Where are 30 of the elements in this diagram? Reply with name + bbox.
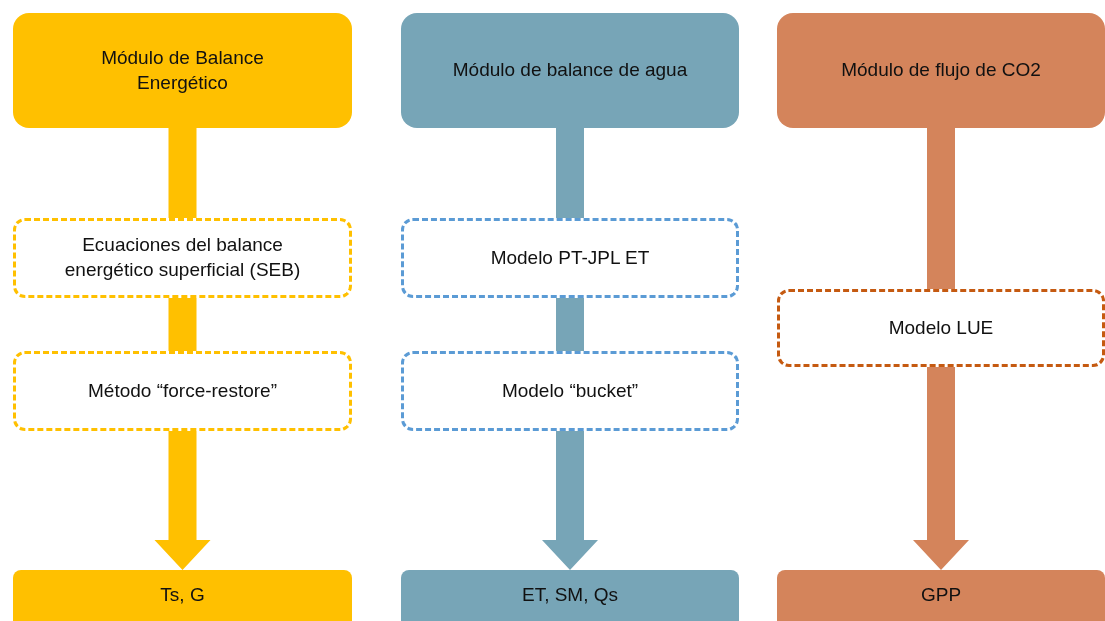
output-box <box>13 570 352 621</box>
output-box <box>401 570 739 621</box>
block-arrow <box>154 431 211 570</box>
module-header-box <box>13 13 352 128</box>
box-label: Módulo de balance de agua <box>452 58 688 83</box>
box-label: Ecuaciones del balance energético superficial (SEB) <box>63 233 302 282</box>
model-box <box>13 351 352 431</box>
block-arrow <box>168 298 197 351</box>
block-arrow <box>542 431 598 570</box>
box-label: Ts, G <box>160 583 205 608</box>
box-label: ET, SM, Qs <box>521 583 619 608</box>
block-arrow <box>927 128 955 289</box>
box-label: GPP <box>920 583 962 608</box>
output-box <box>777 570 1105 621</box>
model-box <box>13 218 352 298</box>
module-header-box <box>777 13 1105 128</box>
block-arrow <box>556 128 584 218</box>
box-label: Método “force-restore” <box>88 378 277 403</box>
model-box <box>777 289 1105 367</box>
block-arrow <box>556 298 584 351</box>
model-box <box>401 351 739 431</box>
box-label: Modelo LUE <box>888 315 994 340</box>
model-box <box>401 218 739 298</box>
box-label: Modelo PT-JPL ET <box>490 245 650 270</box>
box-label: Modelo “bucket” <box>501 378 639 403</box>
module-header-box <box>401 13 739 128</box>
box-label: Módulo de Balance Energético <box>100 45 265 95</box>
block-arrow <box>913 367 969 570</box>
box-label: Módulo de flujo de CO2 <box>841 58 1041 83</box>
block-arrow <box>168 128 197 218</box>
